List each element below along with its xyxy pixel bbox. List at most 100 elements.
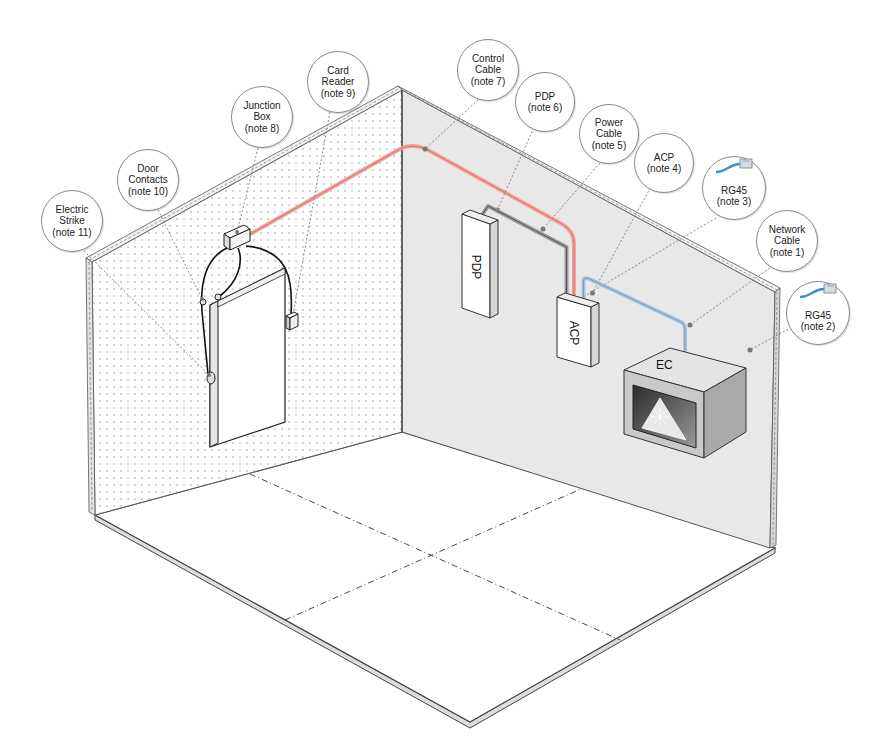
right-wall [398, 86, 780, 548]
door-contact [215, 294, 221, 300]
panel-box: ACP [555, 293, 601, 369]
polygon-part [490, 220, 498, 318]
path-part [800, 289, 824, 297]
callout-circle: Junction Box(note 8) [231, 86, 293, 148]
callout-title: RG45 [709, 185, 759, 196]
callout-title: PDP [520, 91, 570, 102]
callout-note: (note 11) [47, 227, 97, 238]
polygon-part [557, 297, 591, 367]
line-part [84, 251, 209, 375]
callout-circle: Control Cable(note 7) [457, 39, 519, 101]
polygon-part [462, 210, 498, 224]
electric-strike [207, 372, 215, 384]
rg45-icon [716, 159, 752, 172]
callout-note: (note 5) [584, 140, 634, 151]
callout-circle: RG45(note 2) [786, 281, 850, 345]
circle-part [207, 373, 211, 377]
panel-box: PDP [460, 210, 500, 320]
callout-title: Electric Strike [47, 204, 97, 226]
path-part [716, 164, 740, 172]
callout-title: Control Cable [463, 53, 513, 75]
polygon-part [86, 258, 95, 515]
line-part [543, 163, 600, 229]
callout-note: (note 2) [793, 321, 843, 332]
line-part [89, 262, 92, 512]
line-part [690, 268, 770, 325]
polygon-part [557, 293, 599, 307]
rect-part [740, 159, 752, 168]
circle-part [541, 227, 546, 232]
callout-circle: Door Contacts(note 10) [117, 149, 179, 211]
polygon-part [224, 234, 230, 250]
line-part [293, 112, 330, 314]
callout-circle: Electric Strike(note 11) [41, 190, 103, 252]
line-part [743, 161, 750, 162]
circle-part [423, 147, 428, 152]
connector [592, 191, 648, 293]
circle-part [200, 297, 204, 301]
callout-title: Junction Box [237, 100, 287, 122]
leader-dots [200, 147, 693, 378]
path-part [246, 246, 291, 314]
line-part [578, 218, 716, 300]
box-label: ACP [567, 321, 581, 346]
circle-part [688, 323, 693, 328]
box-label: EC [656, 358, 673, 372]
callout-circle: Power Cable(note 5) [579, 104, 639, 164]
leader-dot [590, 291, 595, 296]
controller-box: EC [620, 340, 750, 462]
line-part [237, 148, 258, 232]
line-part [285, 485, 590, 620]
callout-note: (note 10) [123, 186, 173, 197]
callout-circle: RG45(note 3) [702, 156, 766, 220]
line-part [250, 474, 620, 640]
circle-part [235, 230, 239, 234]
callout-title: Power Cable [584, 117, 634, 139]
box-label: PDP [469, 255, 483, 280]
rg45-icon [800, 284, 836, 297]
polygon-part [704, 368, 746, 458]
leader-dot [748, 347, 753, 352]
polygon-part [633, 385, 696, 448]
connector [497, 131, 532, 210]
callout-note: (note 1) [762, 247, 812, 258]
callout-note: (note 3) [709, 196, 759, 207]
polygon-part [770, 288, 780, 548]
callout-note: (note 9) [313, 88, 363, 99]
door-wiring [202, 246, 292, 374]
card-reader [286, 312, 298, 330]
callout-title: Card Reader [313, 65, 363, 87]
leader-lines [84, 100, 770, 375]
callout-note: (note 7) [463, 76, 513, 87]
callout-circle: PDP(note 6) [515, 72, 575, 132]
line-part [827, 286, 834, 287]
callout-note: (note 8) [237, 123, 287, 134]
polygon-part [642, 398, 686, 440]
control-cable [247, 146, 574, 296]
polygon-part [230, 229, 250, 250]
polygon-part [92, 90, 402, 515]
callout-circle: ACP(note 4) [634, 133, 694, 193]
line-part [400, 88, 777, 290]
rect-part [824, 284, 836, 293]
line-part [773, 292, 777, 545]
path-part [220, 248, 240, 296]
line-part [158, 210, 202, 299]
polygon-part [624, 370, 704, 458]
callout-circle: Card Reader(note 9) [307, 51, 369, 113]
line-part [651, 417, 669, 418]
polygon-part [462, 214, 490, 318]
path-part [247, 146, 574, 296]
line-part [425, 100, 478, 149]
polygon-part [286, 316, 290, 330]
connector [750, 329, 788, 350]
g-part [651, 408, 669, 426]
callout-title: ACP [639, 152, 689, 163]
polygon-part [402, 90, 775, 548]
junction-box [224, 225, 250, 250]
callout-note: (note 6) [520, 102, 570, 113]
